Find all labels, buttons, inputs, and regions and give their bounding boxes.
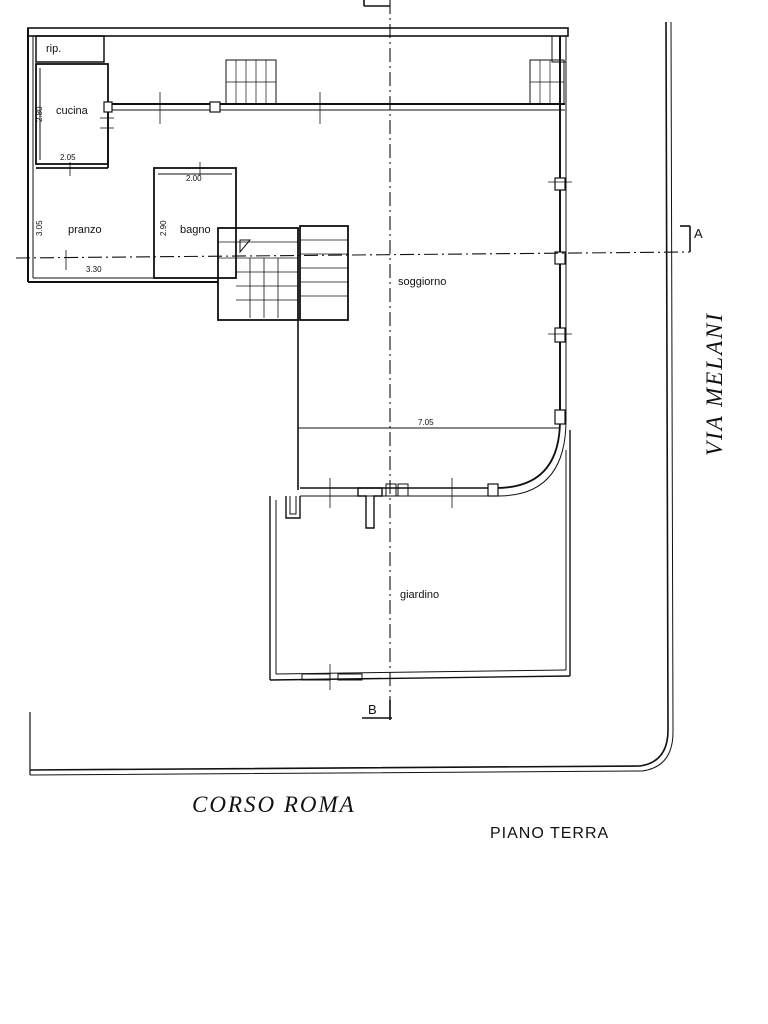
floor-label: PIANO TERRA xyxy=(490,825,609,842)
dim-cucina-width: 2.05 xyxy=(60,153,76,162)
dim-pranzo-height: 3.05 xyxy=(35,220,44,236)
label-cucina: cucina xyxy=(56,105,89,117)
section-a-label: A xyxy=(694,226,703,241)
dim-soggiorno-width: 7.05 xyxy=(418,418,434,427)
section-markers xyxy=(362,0,691,720)
label-soggiorno: soggiorno xyxy=(398,276,446,288)
label-pranzo: pranzo xyxy=(68,224,102,236)
label-rip: rip. xyxy=(46,43,61,55)
lot-boundary xyxy=(29,21,674,776)
dim-bagno-height: 2.90 xyxy=(159,220,168,236)
street-via-melani: VIA MELANI xyxy=(702,312,727,456)
section-b-label: B xyxy=(368,702,377,717)
dim-pranzo-width: 3.30 xyxy=(86,265,102,274)
building-walls xyxy=(27,27,569,529)
garden-enclosure xyxy=(269,430,571,681)
street-corso-roma: CORSO ROMA xyxy=(192,792,356,817)
staircase xyxy=(217,35,567,321)
dim-bagno-width: 2.00 xyxy=(186,174,202,183)
dim-cucina-height: 2.80 xyxy=(35,106,44,122)
section-lines xyxy=(15,0,691,720)
label-bagno: bagno xyxy=(180,224,211,236)
label-giardino: giardino xyxy=(400,589,439,601)
window-marks xyxy=(65,92,572,690)
